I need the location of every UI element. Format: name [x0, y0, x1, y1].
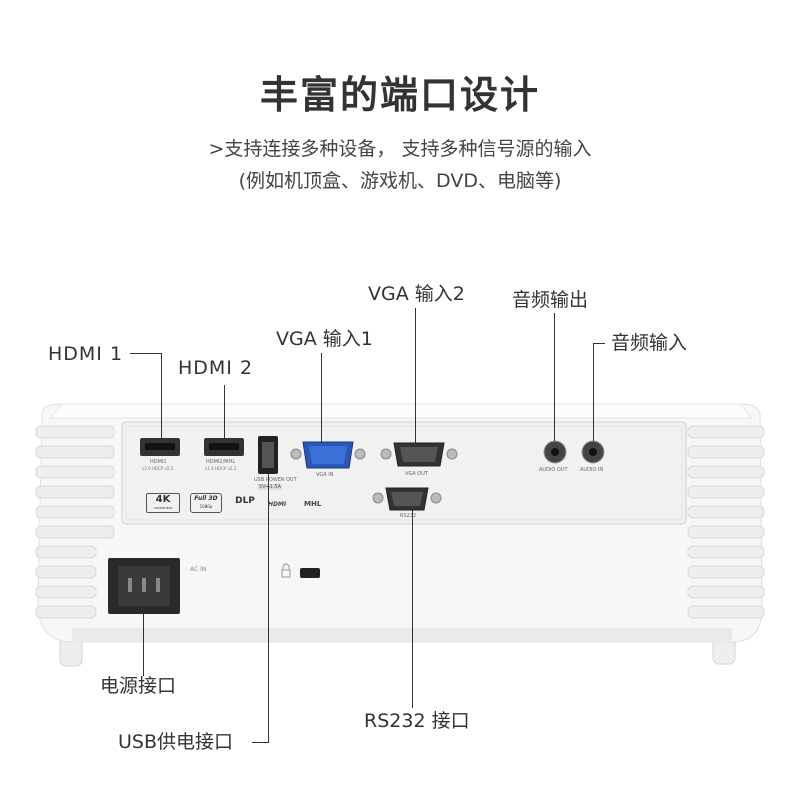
- badge-4k: 4K COMPATIBLE: [146, 493, 180, 513]
- callout-label-vga-in2: VGA 输入2: [368, 283, 465, 305]
- callout-label-usb-power: USB供电接口: [118, 731, 234, 753]
- callout-line-power-v: [143, 606, 144, 676]
- callout-line-usb-v: [268, 474, 269, 743]
- vent-grille-left: [35, 425, 115, 619]
- callout-label-hdmi2: HDMI 2: [178, 357, 254, 379]
- panel-label-hdmi2-desc: v1.4 HDCP v2.2: [205, 466, 237, 471]
- rs232-port: [372, 487, 442, 511]
- callout-line-hdmi1-v: [161, 353, 162, 439]
- audio-in-jack: [581, 440, 605, 464]
- callout-line-vga-in2-v: [415, 308, 416, 444]
- badge-mhl: MHL: [304, 500, 322, 508]
- panel-label-hdmi1: HDMI1: [150, 459, 167, 465]
- panel-label-usb-power-spec: 5V⎓1.5A: [258, 484, 282, 490]
- projector-bottom-shadow: [72, 628, 732, 642]
- callout-line-vga-in1-v: [321, 353, 322, 443]
- usb-power-port: [258, 436, 278, 474]
- badge-hdmi: HDMI: [268, 501, 287, 508]
- callout-line-hdmi1-h: [130, 353, 162, 354]
- hdmi2-port: [204, 438, 244, 456]
- badge-dlp: DLP: [235, 496, 255, 506]
- callout-label-hdmi1: HDMI 1: [48, 343, 124, 365]
- audio-out-jack: [543, 440, 567, 464]
- callout-label-audio-in: 音频输入: [611, 332, 688, 354]
- callout-line-audio-in-h: [593, 343, 605, 344]
- panel-label-audio-in: AUDIO IN: [580, 467, 604, 473]
- callout-label-audio-out: 音频输出: [512, 289, 589, 311]
- projector-top-edge: [48, 403, 754, 419]
- subtitle-line-1: >支持连接多种设备， 支持多种信号源的输入: [208, 138, 592, 160]
- callout-line-rs232-v: [412, 510, 413, 708]
- vga-in-port: [290, 441, 366, 469]
- callout-line-usb-h: [252, 742, 269, 743]
- callout-label-vga-in1: VGA 输入1: [276, 328, 373, 350]
- vent-grille-right: [687, 425, 765, 619]
- callout-line-audio-out-v: [554, 313, 555, 441]
- panel-label-usb-power: USB POWER OUT: [254, 477, 297, 483]
- callout-line-audio-in-v: [593, 343, 594, 441]
- badge-full-3d: Full 3D 1080p: [190, 493, 222, 513]
- panel-label-hdmi1-desc: v2.0 HDCP v2.2: [142, 466, 174, 471]
- panel-label-hdmi2: HDMI2/MHL: [206, 459, 236, 465]
- hdmi1-port: [140, 438, 180, 456]
- panel-label-vga-in: VGA IN: [316, 472, 334, 478]
- panel-label-rs232: RS232: [400, 513, 417, 519]
- callout-line-hdmi2-v: [224, 385, 225, 439]
- page-title: 丰富的端口设计: [259, 73, 540, 117]
- lock-icon: [281, 563, 291, 578]
- panel-label-ac-in: AC IN: [190, 566, 207, 573]
- vga-out-port: [380, 442, 458, 467]
- ac-power-inlet: [108, 558, 180, 614]
- subtitle-line-2: (例如机顶盒、游戏机、DVD、电脑等): [238, 170, 562, 192]
- kensington-lock-slot: [300, 568, 320, 578]
- panel-label-audio-out: AUDIO OUT: [539, 467, 568, 473]
- panel-label-vga-out: VGA OUT: [405, 471, 428, 477]
- callout-label-power: 电源接口: [100, 675, 177, 697]
- callout-label-rs232: RS232 接口: [364, 710, 470, 732]
